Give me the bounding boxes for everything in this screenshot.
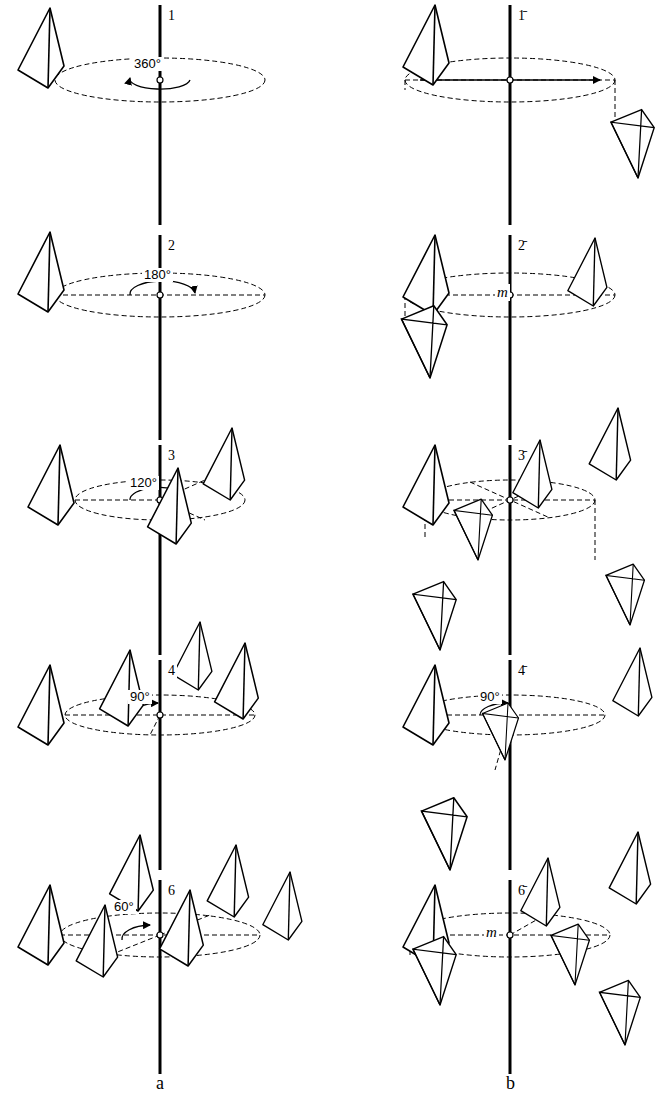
axis-label: 3 <box>166 448 177 463</box>
panel-letter: b <box>504 1074 517 1094</box>
mirror-label: m <box>495 284 510 301</box>
axis-label: 1 <box>166 8 177 23</box>
axis-label: 2 <box>166 238 177 253</box>
angle-label: 180° <box>142 268 173 282</box>
panel-letter: a <box>154 1074 166 1094</box>
mirror-label: m <box>484 924 499 941</box>
axis-label: 4 <box>166 663 177 678</box>
angle-label: 90° <box>128 690 152 704</box>
angle-label: 120° <box>128 476 159 490</box>
angle-label: 360° <box>132 57 163 71</box>
axis-label: 4̄ <box>516 663 527 678</box>
axis-label: 2̄ <box>516 238 527 253</box>
angle-label: 60° <box>112 900 136 914</box>
angle-label: 90° <box>478 690 502 704</box>
axis-label: 3̄ <box>516 448 527 463</box>
axis-label: 6̄ <box>516 883 527 898</box>
axis-label: 6 <box>166 883 177 898</box>
axis-label: 1̄ <box>516 8 527 23</box>
